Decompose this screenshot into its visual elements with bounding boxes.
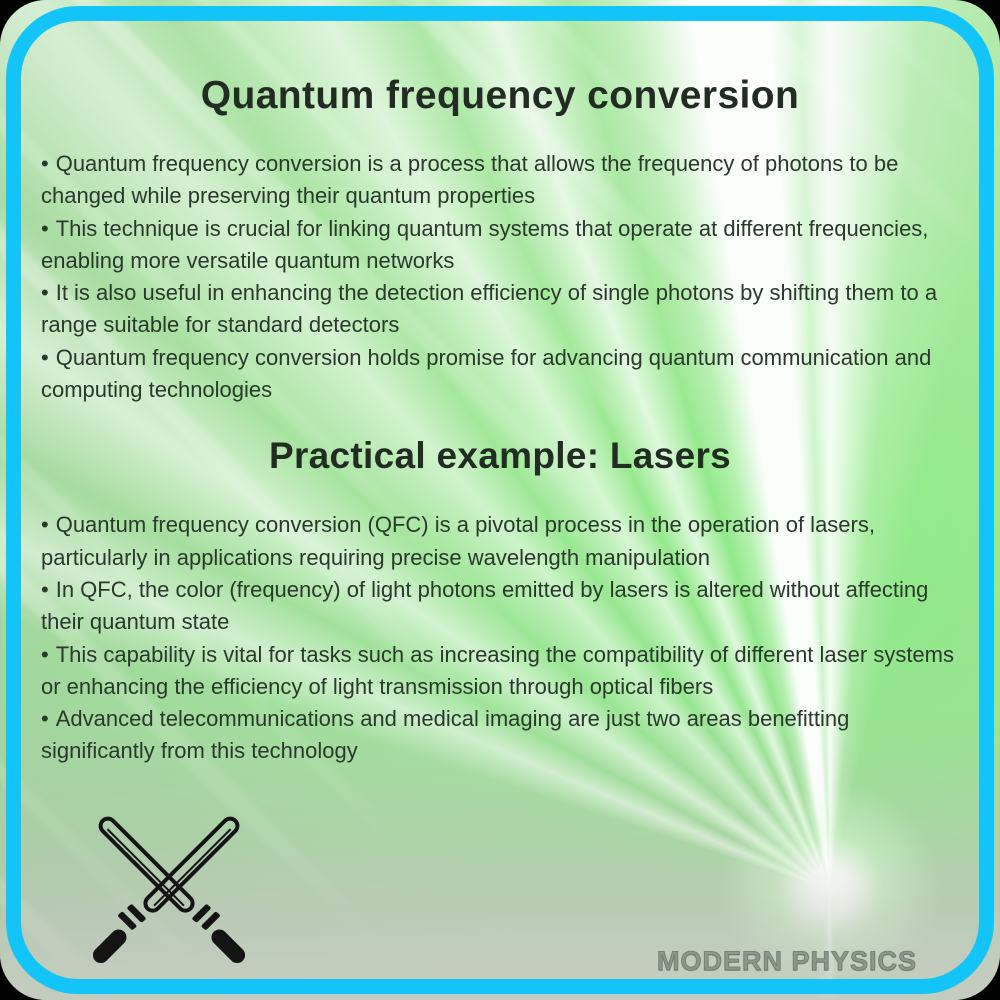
bullet-item: •This technique is crucial for linking q… — [41, 213, 959, 278]
bullet-marker: • — [41, 706, 49, 732]
bullet-item: •Advanced telecommunications and medical… — [41, 703, 959, 768]
bullet-text: Advanced telecommunications and medical … — [41, 706, 850, 764]
bullet-text: This technique is crucial for linking qu… — [41, 215, 929, 273]
bullet-item: •This capability is vital for tasks such… — [41, 639, 959, 704]
bullet-text: Quantum frequency conversion is a proces… — [41, 151, 899, 209]
page-title: Quantum frequency conversion — [200, 74, 800, 117]
bullet-item: •It is also useful in enhancing the dete… — [41, 277, 959, 342]
bullet-marker: • — [41, 576, 49, 602]
bullet-text: Quantum frequency conversion (QFC) is a … — [41, 512, 875, 570]
bullet-item: •Quantum frequency conversion (QFC) is a… — [41, 509, 959, 574]
bullet-list-qfc: •Quantum frequency conversion is a proce… — [41, 148, 959, 406]
section-heading-lasers: Practical example: Lasers — [268, 435, 732, 477]
bullet-marker: • — [41, 641, 49, 667]
bullet-marker: • — [41, 344, 49, 370]
bullet-marker: • — [41, 151, 49, 176]
modern-physics-watermark: MODERN PHYSICS — [656, 946, 918, 977]
bullet-list-lasers: •Quantum frequency conversion (QFC) is a… — [41, 509, 959, 767]
slide-content: Quantum frequency conversion •Quantum fr… — [21, 21, 979, 979]
bullet-marker: • — [41, 280, 49, 306]
bullet-marker: • — [41, 215, 49, 241]
bullet-text: This capability is vital for tasks such … — [41, 641, 954, 699]
bullet-item: •In QFC, the color (frequency) of light … — [41, 574, 959, 639]
bullet-text: Quantum frequency conversion holds promi… — [41, 344, 932, 403]
bullet-item: •Quantum frequency conversion is a proce… — [41, 148, 959, 213]
bullet-text: In QFC, the color (frequency) of light p… — [41, 576, 929, 635]
bullet-marker: • — [41, 512, 49, 538]
crossed-lightsabers-icon — [93, 816, 245, 964]
bullet-item: •Quantum frequency conversion holds prom… — [41, 342, 959, 407]
bullet-text: It is also useful in enhancing the detec… — [41, 280, 938, 338]
